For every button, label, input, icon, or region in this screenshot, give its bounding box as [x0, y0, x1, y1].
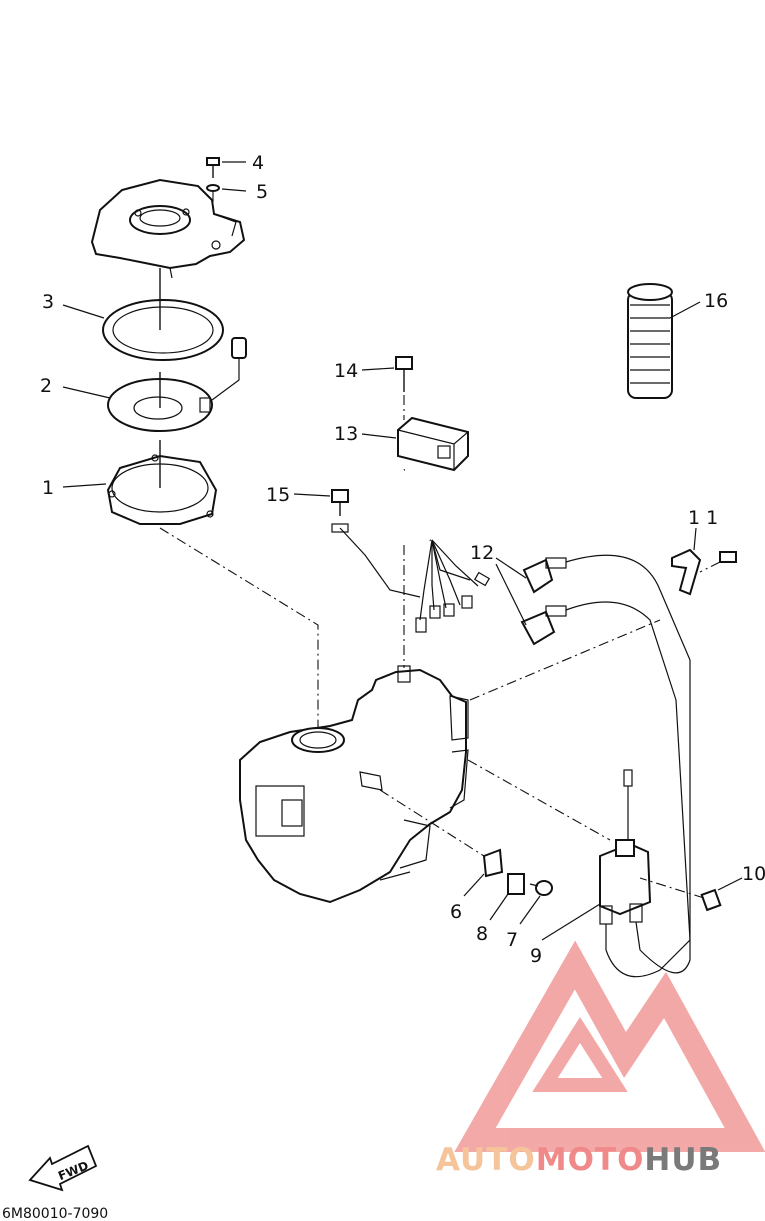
- part-15-ground-bolt: [293, 489, 349, 516]
- part-10-bolt: [639, 877, 743, 912]
- part-16-spark-plug-boot: [627, 283, 701, 399]
- watermark-logo: [454, 940, 765, 1152]
- watermark-part-hub: HUB: [644, 1142, 722, 1178]
- callout-12: 12: [470, 542, 494, 564]
- callout-11: 1 1: [688, 507, 718, 529]
- watermark-text: AUTOMOTOHUB: [436, 1142, 722, 1178]
- crankcase-block: [239, 545, 661, 904]
- callout-2: 2: [40, 375, 52, 397]
- part-1-base-plate: [62, 440, 218, 525]
- callout-1: 1: [42, 477, 54, 499]
- callout-16: 16: [704, 290, 728, 312]
- part-7-bolt: [519, 880, 553, 925]
- callout-8: 8: [476, 923, 488, 945]
- part-11-bracket: [671, 527, 737, 596]
- watermark-part-moto: MOTO: [536, 1142, 645, 1178]
- callout-10: 10: [742, 863, 765, 885]
- part-14-bolt: [361, 356, 413, 420]
- callout-13: 13: [334, 423, 358, 445]
- forward-direction-arrow: FWD: [28, 1144, 98, 1192]
- part-6-clip: [463, 848, 504, 897]
- part-2-stator-plate: [62, 337, 247, 432]
- part-12-plug-caps: [495, 554, 691, 701]
- part-13-cdi-unit: [331, 416, 491, 633]
- callout-15: 15: [266, 484, 290, 506]
- callout-5: 5: [256, 181, 268, 203]
- callout-9: 9: [530, 945, 542, 967]
- callout-7: 7: [506, 929, 518, 951]
- callout-6: 6: [450, 901, 462, 923]
- part-9-ignition-coil: [541, 660, 691, 978]
- part-3-pulser-ring: [62, 268, 224, 361]
- watermark-part-auto: AUTO: [436, 1142, 536, 1178]
- callout-4: 4: [252, 152, 264, 174]
- callout-3: 3: [42, 291, 54, 313]
- callout-14: 14: [334, 360, 358, 382]
- drawing-code: 6M80010-7090: [2, 1206, 108, 1221]
- part-8-clamp: [489, 873, 525, 921]
- stator-cover-plate: [90, 178, 246, 279]
- part-4-screw: [206, 157, 246, 178]
